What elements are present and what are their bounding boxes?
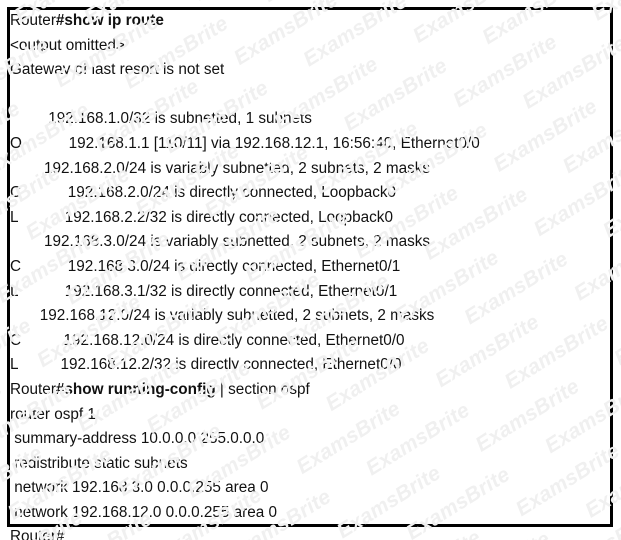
config-network-192-168-12-0: network 192.168.12.0 0.0.0.255 area 0 bbox=[10, 503, 278, 521]
cmd-show-ip-route: Router#show ip route bbox=[10, 9, 611, 34]
prompt-final: Router# bbox=[10, 528, 65, 540]
command-suffix: | section ospf bbox=[215, 380, 310, 398]
route-local-192-168-3-1: L 192.168.3.1/32 is directly connected, … bbox=[10, 282, 398, 300]
config-summary-address: summary-address 10.0.0.0 255.0.0.0 bbox=[10, 430, 265, 448]
route-header-1: 192.168.1.0/32 is subnetted, 1 subnets bbox=[10, 110, 312, 128]
typed-command: #show ip route bbox=[55, 12, 164, 29]
route-connected-192-168-2-0: C 192.168.2.0/24 is directly connected, … bbox=[10, 184, 397, 202]
route-header-3: 192.168.3.0/24 is variably subnetted, 2 … bbox=[10, 233, 431, 251]
config-network-192-168-3-0: network 192.168.3.0 0.0.0.255 area 0 bbox=[10, 479, 269, 497]
route-local-192-168-2-2: L 192.168.2.2/32 is directly connected, … bbox=[10, 208, 393, 226]
config-router-ospf: router ospf 1 bbox=[10, 405, 96, 423]
typed-command: #show running-config bbox=[55, 380, 216, 398]
terminal-output[interactable]: Router#show ip route<output omitted>Gate… bbox=[10, 9, 611, 540]
output-omitted: <output omitted> bbox=[10, 36, 125, 54]
route-connected-192-168-3-0: C 192.168.3.0/24 is directly connected, … bbox=[10, 257, 401, 275]
route-connected-192-168-12-0: C 192.168.12.0/24 is directly connected,… bbox=[10, 331, 405, 349]
console-output-box bbox=[7, 7, 613, 527]
route-ospf-192-168-1-1: O 192.168.1.1 [110/11] via 192.168.12.1,… bbox=[10, 134, 480, 152]
route-header-2: 192.168.2.0/24 is variably subnetted, 2 … bbox=[10, 159, 431, 177]
gateway-of-last-resort: Gateway of last resort is not set bbox=[10, 61, 225, 79]
route-local-192-168-12-2: L 192.168.12.2/32 is directly connected,… bbox=[10, 356, 402, 374]
prompt-hostname: Router bbox=[10, 380, 56, 398]
blank-1 bbox=[10, 83, 611, 108]
cmd-show-running-config: Router#show running-config | section osp… bbox=[10, 378, 611, 403]
prompt-hostname: Router bbox=[10, 12, 56, 29]
route-header-4: 192.168.12.0/24 is variably subnetted, 2… bbox=[10, 307, 435, 325]
config-redistribute-static: redistribute static subnets bbox=[10, 454, 188, 472]
